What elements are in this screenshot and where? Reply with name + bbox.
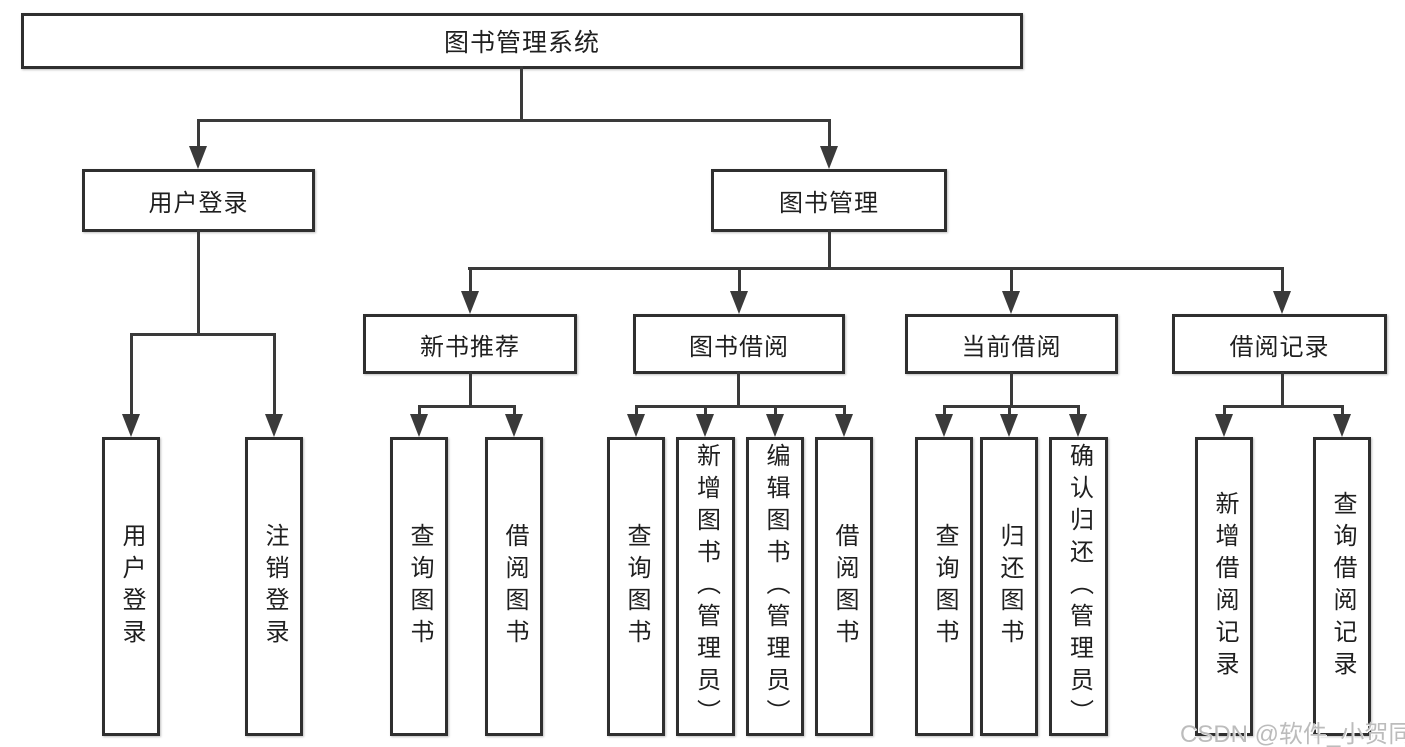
connector-user-login-rail xyxy=(130,333,276,336)
connector-borrow-rail xyxy=(635,405,845,408)
connector-records-rail xyxy=(1223,405,1344,408)
node-user-login: 用户登录 xyxy=(82,169,315,232)
node-root-label: 图书管理系统 xyxy=(443,29,600,57)
connector-current-shaft xyxy=(1010,267,1013,294)
connector-current-stem xyxy=(1010,372,1013,408)
connector-rec-query-shaft xyxy=(418,405,421,417)
arrowhead-rec-borrow xyxy=(505,414,523,437)
leaf-logout-label: 注销登录 xyxy=(261,522,288,651)
connector-new-rec-rail xyxy=(418,405,516,408)
leaf-bb-query-book-label: 查询图书 xyxy=(623,522,650,651)
node-book-management: 图书管理 xyxy=(711,169,947,232)
connector-level3-rail xyxy=(468,267,1284,270)
node-current-borrow: 当前借阅 xyxy=(905,314,1118,374)
leaf-rec-query-book: 查询图书 xyxy=(390,437,448,736)
arrowhead-borrow xyxy=(730,291,748,314)
connector-cb-confirm-shaft xyxy=(1077,405,1080,417)
connector-records-shaft xyxy=(1281,267,1284,294)
connector-user-login-stem xyxy=(197,230,200,336)
arrowhead-bb-edit xyxy=(766,414,784,437)
connector-new-rec-shaft xyxy=(469,267,472,294)
arrowhead-new-rec xyxy=(461,291,479,314)
node-new-book-recommend: 新书推荐 xyxy=(363,314,577,374)
arrowhead-leaf-logout xyxy=(265,414,283,437)
leaf-rec-borrow-book-label: 借阅图书 xyxy=(501,522,528,651)
connector-current-rail xyxy=(943,405,1079,408)
arrowhead-current xyxy=(1002,291,1020,314)
leaf-user-login-label: 用户登录 xyxy=(118,522,145,651)
arrowhead-br-query xyxy=(1333,414,1351,437)
arrowhead-records xyxy=(1273,291,1291,314)
arrowhead-br-add xyxy=(1215,414,1233,437)
arrowhead-cb-return xyxy=(1000,414,1018,437)
connector-book-mgmt-stem xyxy=(828,230,831,270)
node-current-borrow-label: 当前借阅 xyxy=(961,333,1062,361)
leaf-user-login: 用户登录 xyxy=(102,437,160,736)
node-book-borrow-label: 图书借阅 xyxy=(689,333,789,361)
leaf-bb-add-book-admin-label: 新增图书（管理员） xyxy=(692,442,720,731)
connector-records-stem xyxy=(1281,372,1284,408)
connector-root-stem xyxy=(520,66,523,122)
leaf-br-query-record-label: 查询借阅记录 xyxy=(1329,490,1356,683)
leaf-cb-return-book: 归还图书 xyxy=(980,437,1038,736)
connector-br-add-shaft xyxy=(1223,405,1226,417)
leaf-br-query-record: 查询借阅记录 xyxy=(1313,437,1371,736)
arrowhead-bb-add xyxy=(696,414,714,437)
leaf-bb-edit-book-admin-label: 编辑图书（管理员） xyxy=(762,442,789,731)
leaf-cb-query-book-label: 查询图书 xyxy=(931,522,958,651)
connector-bb-borrow-shaft xyxy=(843,405,846,417)
leaf-cb-confirm-return-admin: 确认归还（管理员） xyxy=(1049,437,1108,736)
leaf-br-add-record-label: 新增借阅记录 xyxy=(1211,490,1238,683)
connector-cb-return-shaft xyxy=(1008,405,1011,417)
csdn-watermark: CSDN @软件_小贺同学 xyxy=(1180,721,1405,747)
arrowhead-leaf-login xyxy=(122,414,140,437)
leaf-bb-borrow-book-label: 借阅图书 xyxy=(831,522,858,651)
arrowhead-book-mgmt xyxy=(820,146,838,169)
node-root: 图书管理系统 xyxy=(21,13,1023,69)
connector-user-login-shaft xyxy=(197,119,200,148)
connector-bb-query-shaft xyxy=(635,405,638,417)
leaf-br-add-record: 新增借阅记录 xyxy=(1195,437,1253,736)
leaf-cb-query-book: 查询图书 xyxy=(915,437,973,736)
leaf-bb-query-book: 查询图书 xyxy=(607,437,665,736)
node-borrow-records-label: 借阅记录 xyxy=(1229,333,1330,361)
leaf-rec-query-book-label: 查询图书 xyxy=(406,522,433,651)
connector-borrow-shaft xyxy=(738,267,741,294)
connector-level2-rail xyxy=(197,119,831,122)
arrowhead-rec-query xyxy=(410,414,428,437)
connector-borrow-stem xyxy=(737,372,740,408)
leaf-cb-return-book-label: 归还图书 xyxy=(996,522,1023,651)
connector-br-query-shaft xyxy=(1341,405,1344,417)
arrowhead-bb-query xyxy=(627,414,645,437)
leaf-bb-borrow-book: 借阅图书 xyxy=(815,437,873,736)
node-book-borrow: 图书借阅 xyxy=(633,314,845,374)
arrowhead-cb-confirm xyxy=(1069,414,1087,437)
connector-book-mgmt-shaft xyxy=(828,119,831,148)
leaf-logout: 注销登录 xyxy=(245,437,303,736)
leaf-bb-edit-book-admin: 编辑图书（管理员） xyxy=(746,437,804,736)
arrowhead-bb-borrow xyxy=(835,414,853,437)
connector-cb-query-shaft xyxy=(943,405,946,417)
arrowhead-user-login xyxy=(189,146,207,169)
connector-leaf-login-shaft xyxy=(130,333,133,416)
connector-leaf-logout-shaft xyxy=(273,333,276,416)
node-borrow-records: 借阅记录 xyxy=(1172,314,1387,374)
arrowhead-cb-query xyxy=(935,414,953,437)
connector-rec-borrow-shaft xyxy=(513,405,516,417)
node-book-management-label: 图书管理 xyxy=(779,190,879,217)
node-user-login-label: 用户登录 xyxy=(148,190,249,217)
leaf-bb-add-book-admin: 新增图书（管理员） xyxy=(676,437,735,736)
leaf-rec-borrow-book: 借阅图书 xyxy=(485,437,543,736)
connector-bb-add-shaft xyxy=(704,405,707,417)
connector-bb-edit-shaft xyxy=(774,405,777,417)
node-new-book-recommend-label: 新书推荐 xyxy=(420,333,520,361)
leaf-cb-confirm-return-admin-label: 确认归还（管理员） xyxy=(1065,442,1093,731)
connector-new-rec-stem xyxy=(469,372,472,408)
